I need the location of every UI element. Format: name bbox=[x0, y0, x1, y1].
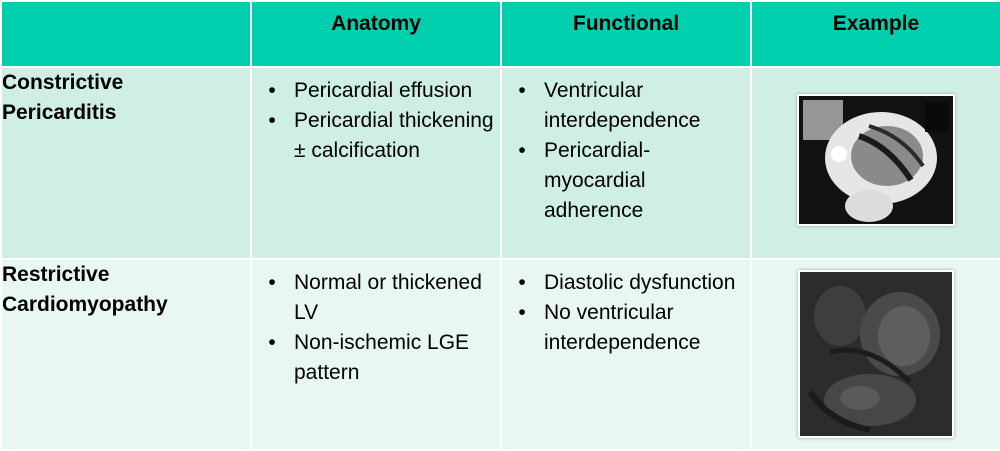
row-title-line: Restrictive bbox=[2, 263, 110, 286]
list-item-text: No ventricular interdependence bbox=[544, 301, 701, 354]
bullet-icon: • bbox=[518, 139, 526, 162]
row-title-line: Cardiomyopathy bbox=[2, 293, 168, 316]
list-item-text: Pericardial thickening ± calcification bbox=[294, 109, 494, 162]
list-item-text: Diastolic dysfunction bbox=[544, 271, 736, 294]
mri-image-graphic bbox=[799, 96, 953, 224]
bullet-icon: • bbox=[518, 79, 526, 102]
list-item: • Normal or thickened LV bbox=[262, 268, 494, 328]
list-item: • No ventricular interdependence bbox=[512, 298, 744, 358]
bullet-icon: • bbox=[268, 271, 276, 294]
list-item-text: Normal or thickened LV bbox=[294, 271, 482, 324]
anatomy-cell: • Pericardial effusion • Pericardial thick… bbox=[250, 66, 502, 260]
bullet-icon: • bbox=[518, 301, 526, 324]
list-item: • Diastolic dysfunction bbox=[512, 268, 744, 298]
row-title-line: Pericarditis bbox=[2, 101, 117, 124]
anatomy-list: • Pericardial effusion • Pericardial thick… bbox=[252, 68, 500, 166]
header-anatomy: Anatomy bbox=[250, 0, 502, 68]
list-item-text: Ventricular interdependence bbox=[544, 79, 701, 132]
bullet-icon: • bbox=[268, 79, 276, 102]
functional-list: • Ventricular interdependence • Pericardia… bbox=[502, 68, 750, 226]
list-item-text: Non-ischemic LGE pattern bbox=[294, 331, 470, 384]
row-title-constrictive-pericarditis: Constrictive Pericarditis bbox=[0, 66, 252, 260]
list-item: • Pericardial-myocardial adherence bbox=[512, 136, 744, 226]
list-item-text: Pericardial-myocardial adherence bbox=[544, 139, 651, 222]
header-corner-cell bbox=[0, 0, 252, 68]
functional-cell: • Ventricular interdependence • Pericardia… bbox=[500, 66, 752, 260]
functional-list: • Diastolic dysfunction • No ventricular i… bbox=[502, 260, 750, 358]
anatomy-cell: • Normal or thickened LV • Non-ischemic LG… bbox=[250, 258, 502, 451]
anatomy-list: • Normal or thickened LV • Non-ischemic LG… bbox=[252, 260, 500, 388]
list-item: • Ventricular interdependence bbox=[512, 76, 744, 136]
list-item: • Non-ischemic LGE pattern bbox=[262, 328, 494, 388]
header-functional: Functional bbox=[500, 0, 752, 68]
bullet-icon: • bbox=[518, 271, 526, 294]
table-row-restrictive-cardiomyopathy: Restrictive Cardiomyopathy • Normal or th… bbox=[0, 258, 1000, 451]
list-item-text: Pericardial effusion bbox=[294, 79, 473, 102]
example-cell bbox=[750, 258, 1000, 451]
example-cell bbox=[750, 66, 1000, 260]
bullet-icon: • bbox=[268, 331, 276, 354]
mri-image-graphic bbox=[800, 272, 952, 436]
mri-image-restrictive-cardiomyopathy bbox=[798, 270, 954, 438]
list-item: • Pericardial thickening ± calcification bbox=[262, 106, 494, 166]
list-item: • Pericardial effusion bbox=[262, 76, 494, 106]
functional-cell: • Diastolic dysfunction • No ventricular i… bbox=[500, 258, 752, 451]
table-row-constrictive-pericarditis: Constrictive Pericarditis • Pericardial e… bbox=[0, 66, 1000, 260]
bullet-icon: • bbox=[268, 109, 276, 132]
header-example: Example bbox=[750, 0, 1000, 68]
row-title-line: Constrictive bbox=[2, 71, 124, 94]
header-row: Anatomy Functional Example bbox=[0, 0, 1000, 68]
row-title-restrictive-cardiomyopathy: Restrictive Cardiomyopathy bbox=[0, 258, 252, 451]
mri-image-constrictive-pericarditis bbox=[797, 94, 955, 226]
